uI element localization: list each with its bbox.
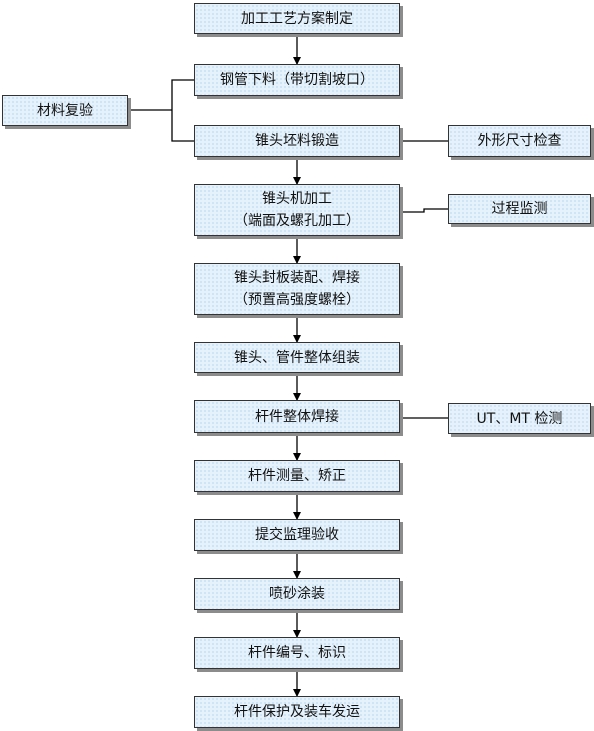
side-label: 外形尺寸检查 [477,133,562,149]
step-label-line2: （预置高强度螺栓） [234,292,360,308]
step-label: 钢管下料（带切割坡口） [220,72,374,88]
step-acceptance: 提交监理验收 [194,519,400,551]
step-assembly: 锥头、管件整体组装 [194,342,400,373]
side-label: 过程监测 [491,201,548,217]
step-label: 杆件测量、矫正 [248,468,346,484]
step-label-line1: 锥头机加工 [262,191,332,207]
step-rod-welding: 杆件整体焊接 [194,400,400,433]
side-process-monitor: 过程监测 [448,194,591,224]
step-label: 加工工艺方案制定 [241,10,353,27]
step-pipe-cutting: 钢管下料（带切割坡口） [194,64,400,96]
step-label: 杆件整体焊接 [255,408,339,425]
step-cone-welding: 锥头封板装配、焊接 （预置高强度螺栓） [194,263,400,315]
side-label: UT、MT 检测 [476,410,563,427]
step-label-line1: 锥头封板装配、焊接 [234,270,360,286]
step-label: 杆件保护及装车发运 [234,704,360,720]
side-label: 材料复验 [37,102,93,119]
step-sandblast-coating: 喷砂涂装 [194,578,400,610]
step-label: 提交监理验收 [255,527,339,543]
step-measure-correct: 杆件测量、矫正 [194,460,400,492]
step-label: 锥头、管件整体组装 [234,349,360,366]
process-monitor-link [400,208,448,213]
step-process-plan: 加工工艺方案制定 [194,3,400,34]
step-numbering: 杆件编号、标识 [194,637,400,669]
step-label: 喷砂涂装 [269,586,325,602]
step-protect-ship: 杆件保护及装车发运 [194,696,400,728]
step-cone-forging: 锥头坯料锻造 [194,125,400,157]
step-label: 锥头坯料锻造 [255,133,339,149]
side-material-check: 材料复验 [2,95,128,126]
step-label: 杆件编号、标识 [248,645,346,661]
step-label-line2: （端面及螺孔加工） [234,213,360,229]
side-ndt-check: UT、MT 检测 [448,403,591,434]
step-cone-machining: 锥头机加工 （端面及螺孔加工） [194,184,400,236]
side-shape-check: 外形尺寸检查 [448,125,591,157]
material-check-bracket [171,79,194,142]
